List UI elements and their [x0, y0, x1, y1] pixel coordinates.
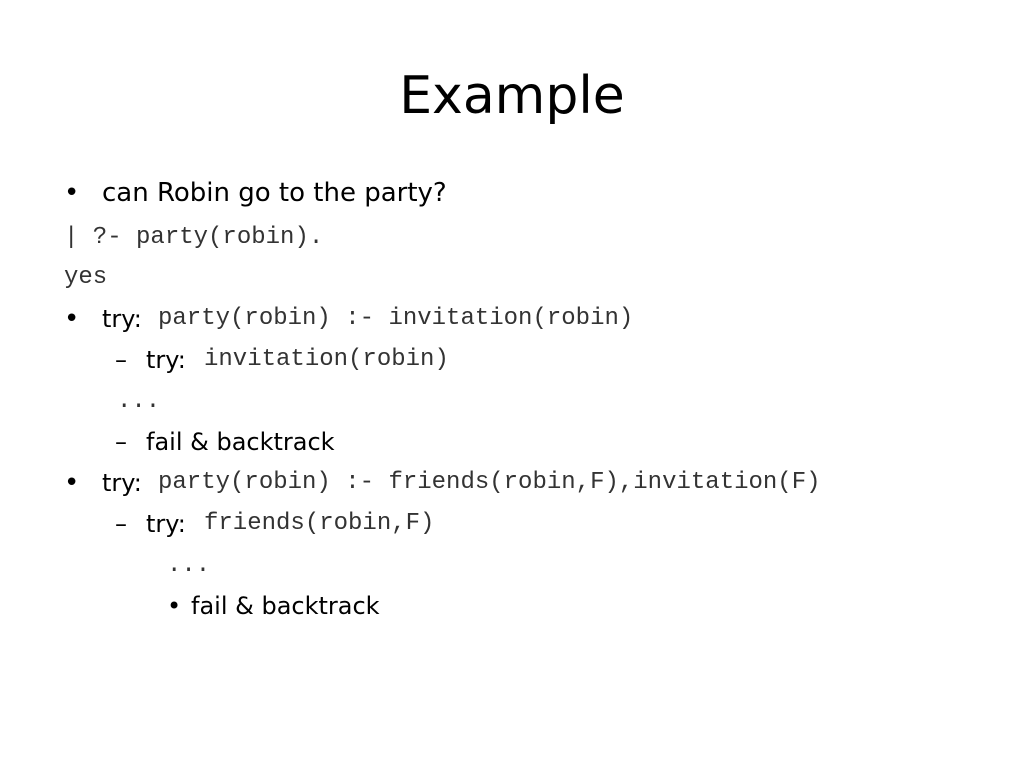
sub-sub-item-text: fail & backtrack — [191, 592, 380, 620]
sub-item-text: fail & backtrack — [146, 428, 335, 456]
bullet-text: can Robin go to the party? — [102, 178, 447, 208]
code-snippet: party(robin) :- friends(robin,F),invitat… — [158, 469, 821, 496]
bullet-marker: • — [64, 178, 80, 208]
code-snippet: party(robin) :- invitation(robin) — [158, 305, 634, 332]
bullet-marker: • — [64, 304, 80, 334]
code-line: yes — [64, 264, 108, 291]
slide-title: Example — [399, 66, 625, 126]
bullet-marker: • — [64, 468, 80, 498]
dash-marker: – — [115, 428, 127, 456]
ellipsis-line: ... — [167, 552, 211, 579]
dash-marker: – — [115, 510, 127, 538]
try-label: try: — [146, 346, 186, 374]
code-snippet: invitation(robin) — [204, 346, 449, 373]
bullet-marker: • — [167, 592, 182, 620]
code-snippet: friends(robin,F) — [204, 510, 435, 537]
try-label: try: — [102, 305, 142, 333]
try-label: try: — [146, 510, 186, 538]
ellipsis-line: ... — [117, 388, 161, 415]
try-label: try: — [102, 469, 142, 497]
dash-marker: – — [115, 346, 127, 374]
code-line: | ?- party(robin). — [64, 224, 324, 251]
